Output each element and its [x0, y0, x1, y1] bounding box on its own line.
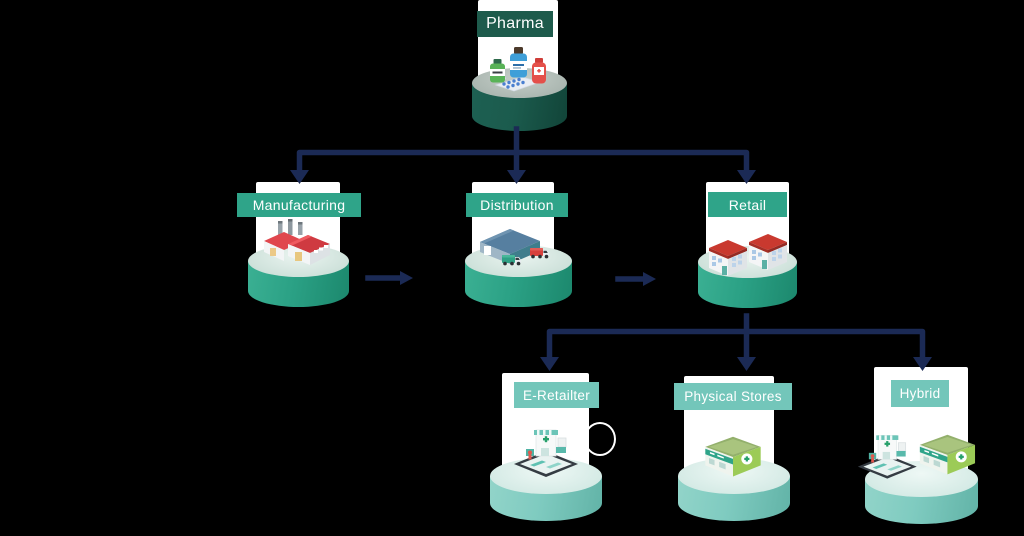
warehouse-trucks-icon: [480, 229, 549, 266]
arrowhead-flow-2: [643, 272, 656, 286]
edge-pharma-to-level2: [296, 126, 750, 174]
podium-cylinder: [678, 458, 790, 521]
hybrid-label: Hybrid: [891, 380, 949, 407]
edge-retail-to-level3: [546, 313, 926, 361]
pharmacy-store-icon: [705, 436, 761, 477]
physical-stores-label: Physical Stores: [674, 383, 792, 410]
pharma-label: Pharma: [477, 11, 553, 37]
medicine-bottles-icon: [490, 47, 546, 92]
retail-buildings-icon: [709, 234, 787, 276]
arrowhead-e-retailer: [540, 357, 559, 371]
podium-cylinder: [248, 245, 349, 307]
e-retailer-label: E-Retailter: [514, 382, 599, 408]
online-pharmacy-tablet-icon: [513, 429, 579, 478]
podium-cylinder: [490, 458, 602, 521]
factory-icon: [264, 219, 330, 265]
retail-label: Retail: [708, 192, 787, 217]
tablet-and-store-icon: [857, 434, 976, 480]
arrowhead-flow-1: [400, 271, 413, 285]
distribution-label: Distribution: [466, 193, 568, 217]
arrowhead-physical-stores: [737, 357, 756, 371]
signal-ring: [584, 422, 616, 456]
manufacturing-label: Manufacturing: [237, 193, 361, 217]
